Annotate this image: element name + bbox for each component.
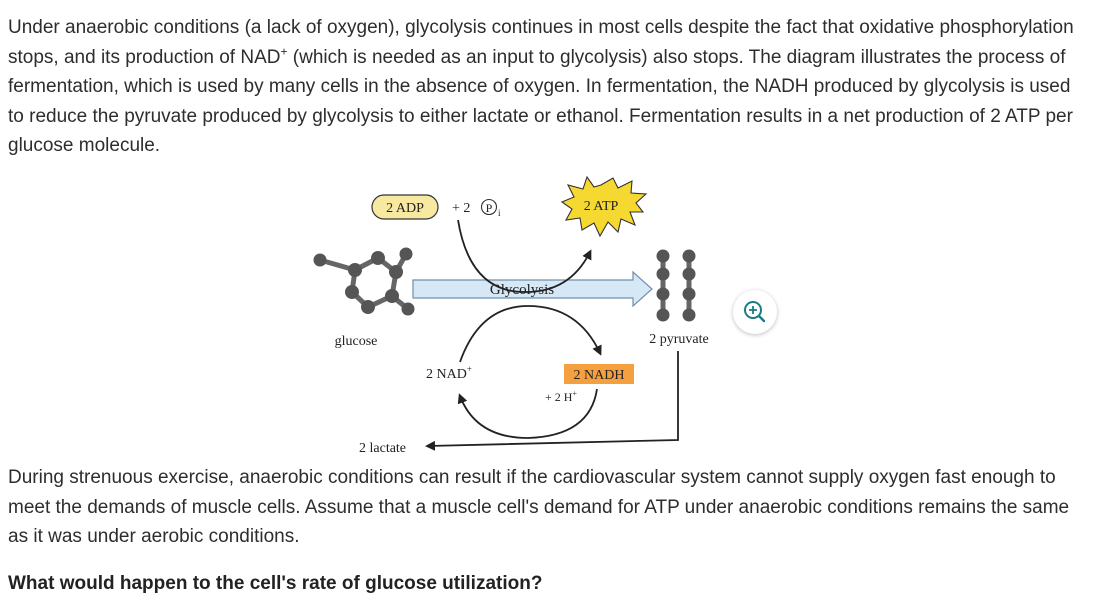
phosphate-icon [480,198,498,216]
nad-label: 2 NAD+ [426,364,472,382]
atp-label: 2 ATP [584,199,619,214]
pyruvate-molecule-icon [656,249,696,322]
nad-reduction-arrow [459,305,602,363]
intro-paragraph: Under anaerobic conditions (a lack of ox… [8,13,1078,161]
pyruvate-label: 2 pyruvate [649,332,708,347]
fermentation-diagram: Glycolysis glucose [300,168,800,458]
adp-badge [371,194,439,220]
exercise-paragraph: During strenuous exercise, anaerobic con… [8,467,1070,547]
phosphate-symbol: P [486,201,493,215]
glucose-label: glucose [335,334,378,349]
nadh-badge [564,364,634,384]
nadh-oxidation-arrow [457,388,598,439]
intro-text-1: Under anaerobic conditions (a lack of ox… [8,17,1074,68]
lactate-label: 2 lactate [359,441,406,456]
pyruvate-to-lactate-arrow [425,351,679,451]
glucose-molecule-icon [313,247,415,316]
atp-burst [560,175,648,238]
nadh-label: 2 NADH [574,368,625,383]
glycolysis-arrow [412,270,653,308]
zoom-button[interactable] [733,290,777,334]
atp-formation-arrow [457,219,592,293]
zoom-in-icon [744,301,766,323]
phosphate-subscript: i [498,208,501,218]
intro-text-2: (which is needed as an input to glycolys… [8,46,1073,157]
proton-label: + 2 H+ [545,389,577,404]
adp-label: 2 ADP [386,201,424,216]
pi-label: + 2 [452,201,470,216]
question-text: What would happen to the cell's rate of … [8,573,543,594]
glycolysis-label: Glycolysis [490,282,554,298]
intro-superscript: + [280,44,288,59]
